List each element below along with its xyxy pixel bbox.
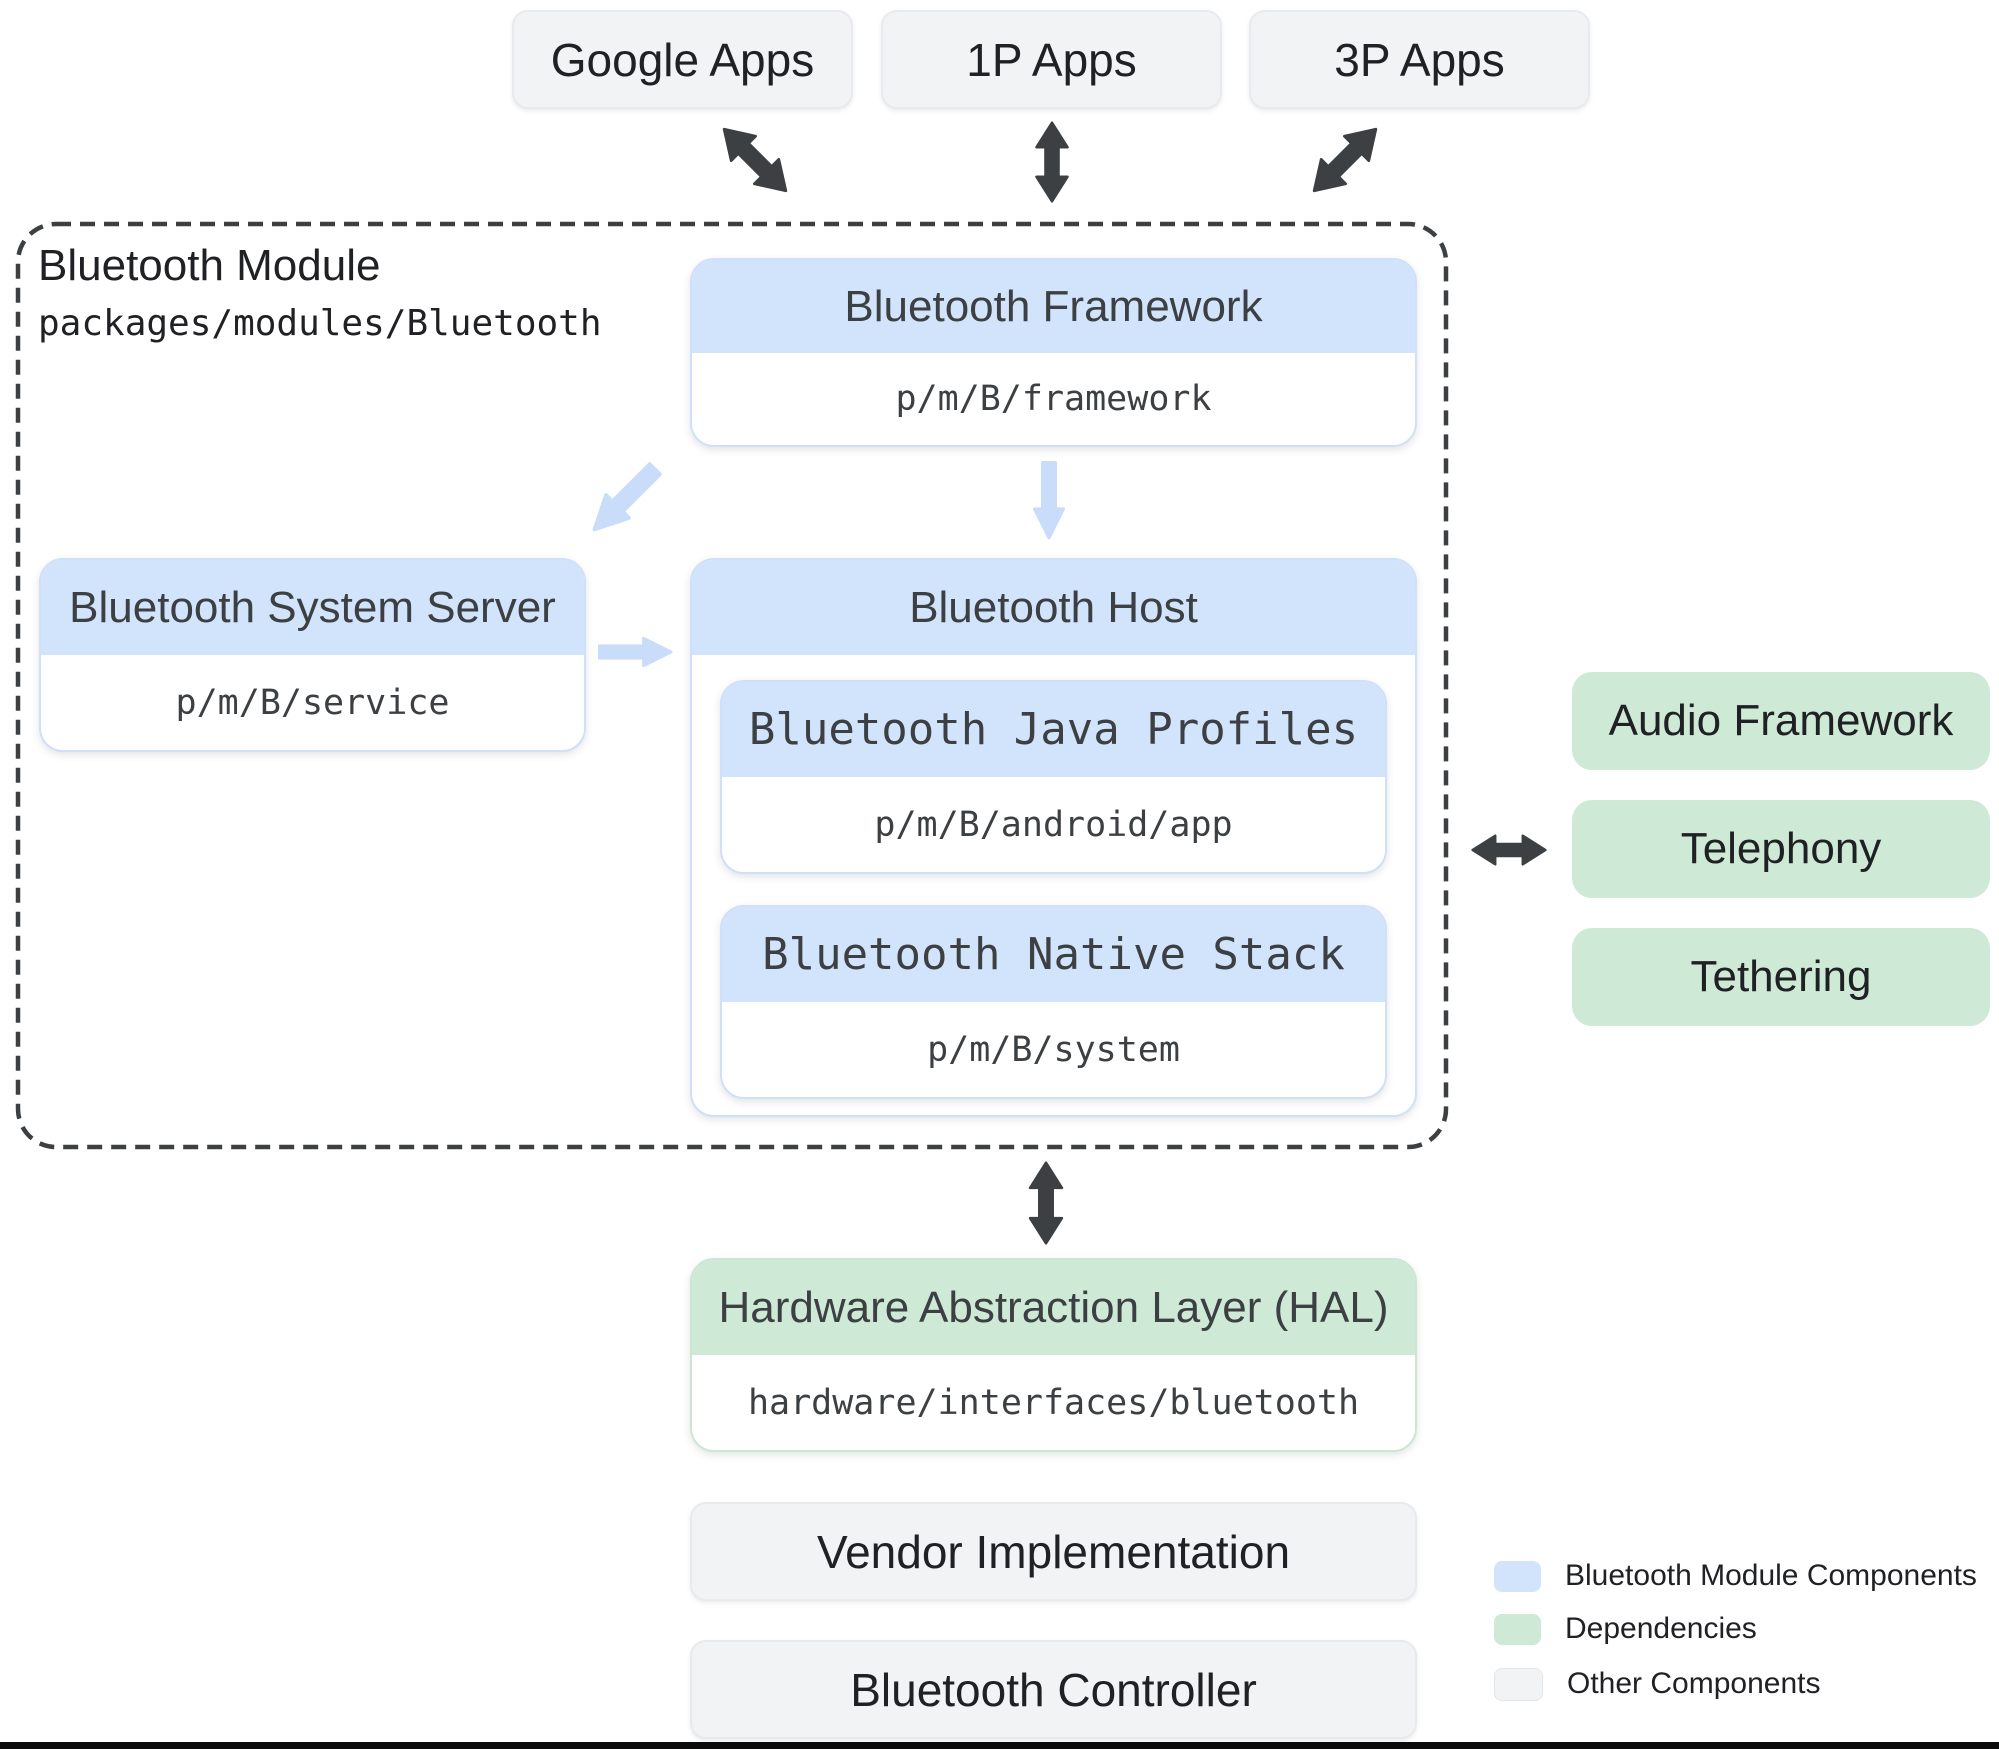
telephony-box: Telephony	[1572, 800, 1990, 898]
audio-framework-box: Audio Framework	[1572, 672, 1990, 770]
framework-to-host-arrow-icon	[1030, 461, 1068, 541]
hal-path: hardware/interfaces/bluetooth	[692, 1355, 1415, 1450]
bluetooth-framework-title: Bluetooth Framework	[692, 260, 1415, 353]
bluetooth-java-profiles-box: Bluetooth Java Profiles p/m/B/android/ap…	[720, 680, 1387, 874]
bluetooth-module-title: Bluetooth Module	[38, 241, 381, 290]
bluetooth-framework-path: p/m/B/framework	[692, 353, 1415, 445]
legend-row-dependencies: Dependencies	[1494, 1612, 1757, 1646]
hal-box: Hardware Abstraction Layer (HAL) hardwar…	[690, 1258, 1417, 1452]
audio-framework-label: Audio Framework	[1608, 696, 1954, 745]
system-server-to-host-arrow-icon	[598, 634, 674, 670]
tethering-box: Tethering	[1572, 928, 1990, 1026]
third-party-apps-box: 3P Apps	[1249, 10, 1590, 109]
legend-swatch-green	[1494, 1613, 1541, 1645]
bluetooth-java-profiles-title: Bluetooth Java Profiles	[722, 682, 1385, 777]
first-party-apps-box: 1P Apps	[881, 10, 1222, 109]
hal-title: Hardware Abstraction Layer (HAL)	[692, 1260, 1415, 1355]
first-party-apps-label: 1P Apps	[966, 33, 1137, 86]
legend-label-other-components: Other Components	[1567, 1667, 1821, 1700]
bluetooth-framework-box: Bluetooth Framework p/m/B/framework	[690, 258, 1417, 447]
bluetooth-module-dashed-boundary	[15, 221, 1449, 1150]
google-apps-box: Google Apps	[512, 10, 853, 109]
bluetooth-host-title: Bluetooth Host	[692, 560, 1415, 655]
bluetooth-controller-label: Bluetooth Controller	[850, 1663, 1257, 1716]
vendor-implementation-label: Vendor Implementation	[816, 1525, 1291, 1578]
bluetooth-system-server-box: Bluetooth System Server p/m/B/service	[39, 558, 586, 752]
bluetooth-native-stack-title: Bluetooth Native Stack	[722, 907, 1385, 1002]
tethering-label: Tethering	[1690, 952, 1872, 1001]
google-apps-bidirectional-arrow-icon	[708, 113, 801, 206]
bluetooth-module-label-group: Bluetooth Module packages/modules/Blueto…	[38, 238, 602, 344]
module-hal-bidirectional-arrow-icon	[1027, 1161, 1065, 1245]
third-party-apps-bidirectional-arrow-icon	[1298, 113, 1391, 206]
bluetooth-controller-box: Bluetooth Controller	[690, 1640, 1417, 1739]
framework-to-system-server-arrow-icon	[577, 453, 670, 546]
module-dependencies-bidirectional-arrow-icon	[1471, 833, 1547, 867]
legend-row-module-components: Bluetooth Module Components	[1494, 1559, 1977, 1593]
vendor-implementation-box: Vendor Implementation	[690, 1502, 1417, 1601]
third-party-apps-label: 3P Apps	[1334, 33, 1505, 86]
bluetooth-host-box: Bluetooth Host Bluetooth Java Profiles p…	[690, 558, 1417, 1117]
bluetooth-module-path: packages/modules/Bluetooth	[38, 303, 602, 344]
google-apps-label: Google Apps	[550, 33, 815, 86]
telephony-label: Telephony	[1680, 824, 1882, 873]
screenshot-bottom-edge	[0, 1742, 1999, 1749]
bluetooth-native-stack-path: p/m/B/system	[722, 1002, 1385, 1097]
bluetooth-system-server-title: Bluetooth System Server	[41, 560, 584, 655]
first-party-apps-bidirectional-arrow-icon	[1033, 121, 1071, 203]
legend-swatch-blue	[1494, 1560, 1541, 1592]
legend-swatch-gray	[1494, 1667, 1543, 1701]
bluetooth-java-profiles-path: p/m/B/android/app	[722, 777, 1385, 872]
bluetooth-native-stack-box: Bluetooth Native Stack p/m/B/system	[720, 905, 1387, 1099]
legend-label-module-components: Bluetooth Module Components	[1565, 1559, 1977, 1592]
legend-label-dependencies: Dependencies	[1565, 1612, 1757, 1645]
bluetooth-system-server-path: p/m/B/service	[41, 655, 584, 750]
legend-row-other-components: Other Components	[1494, 1667, 1820, 1701]
